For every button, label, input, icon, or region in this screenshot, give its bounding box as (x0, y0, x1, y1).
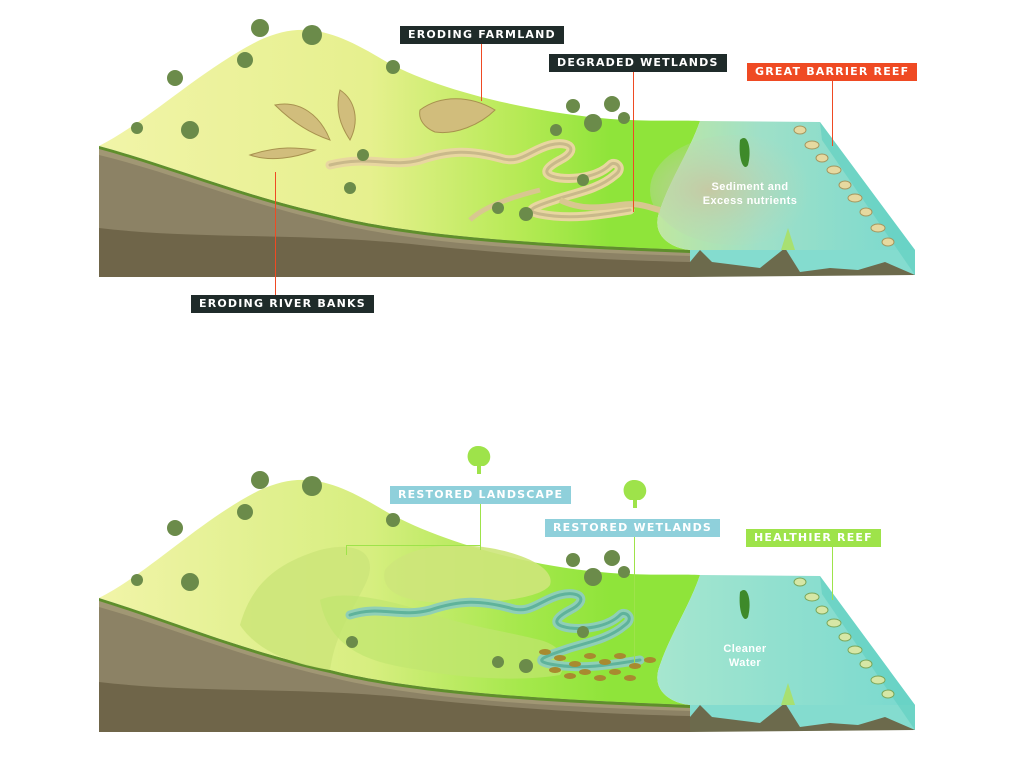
deep-soil-layer (99, 682, 690, 732)
eroding-river-banks-label: ERODING RIVER BANKS (191, 295, 374, 313)
sea-surface (657, 575, 915, 705)
after-scene: RESTORED LANDSCAPE RESTORED WETLANDS HEA… (0, 420, 1024, 768)
connector-line (346, 545, 347, 555)
connector-line (275, 172, 276, 296)
reef-patches (793, 577, 895, 699)
before-landscape-illustration (99, 19, 915, 277)
restored-landscape-label: RESTORED LANDSCAPE (390, 486, 572, 504)
restored-landscape-patch (384, 545, 551, 603)
restored-tree-icon (623, 480, 647, 508)
connector-line (481, 43, 482, 101)
trees (131, 19, 630, 221)
after-landscape-illustration (99, 446, 915, 732)
before-scene: ERODING FARMLAND DEGRADED WETLANDS GREAT… (0, 0, 1024, 330)
connector-line (480, 502, 481, 550)
degraded-wetlands-label: DEGRADED WETLANDS (549, 54, 727, 72)
connector-line (346, 545, 480, 546)
eroding-gullies (248, 89, 496, 160)
island (739, 138, 750, 168)
connector-line (832, 80, 833, 146)
wetland-reeds (539, 649, 656, 681)
land-surface (99, 29, 700, 250)
restored-wetlands-label: RESTORED WETLANDS (545, 519, 721, 537)
cleaner-water-label: Cleaner Water (700, 642, 790, 670)
deep-soil-layer (99, 228, 690, 277)
reef-patches (793, 125, 895, 247)
sediment-label: Sediment and Excess nutrients (680, 180, 820, 208)
sediment-label-line1: Sediment and (711, 181, 789, 193)
sediment-plume (650, 135, 820, 245)
eroding-farmland-label: ERODING FARMLAND (400, 26, 564, 44)
trees (131, 471, 630, 673)
restored-landscape-patch (240, 546, 370, 670)
cleaner-water-line2: Water (728, 657, 762, 669)
connector-line (832, 545, 833, 600)
connector-line (633, 70, 634, 212)
sediment-label-line2: Excess nutrients (702, 195, 798, 207)
island (739, 590, 750, 620)
healthier-reef-label: HEALTHIER REEF (746, 529, 881, 547)
sea-side-face (820, 122, 915, 275)
great-barrier-reef-label: GREAT BARRIER REEF (747, 63, 918, 81)
restored-tree-icon (467, 446, 491, 474)
cleaner-water-line1: Cleaner (723, 643, 767, 655)
connector-line (634, 535, 635, 663)
